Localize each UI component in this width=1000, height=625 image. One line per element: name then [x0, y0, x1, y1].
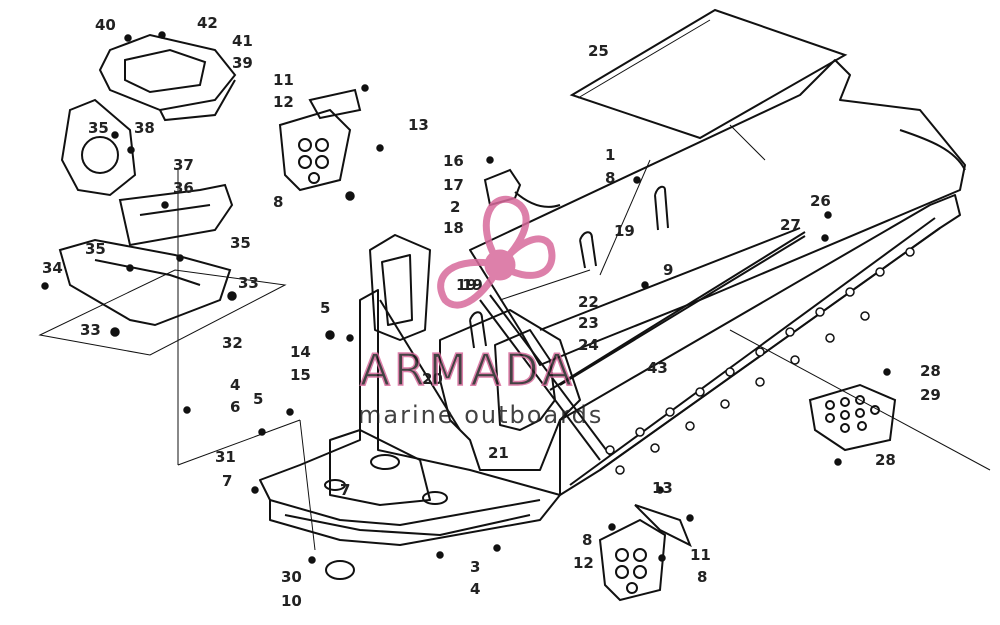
- callout: 19: [614, 222, 635, 240]
- callout: 13: [408, 116, 429, 134]
- callout: 35: [88, 119, 109, 137]
- footrest-plate-upper: [278, 88, 362, 192]
- callout: 19: [456, 276, 477, 294]
- callout: 8: [273, 193, 283, 211]
- callout: 2: [450, 198, 460, 216]
- callout: 34: [42, 259, 63, 277]
- callout: 27: [780, 216, 801, 234]
- watermark-brand: ARMADA: [360, 345, 576, 396]
- grommet: [325, 560, 355, 580]
- callout: 35: [230, 234, 251, 252]
- callout: 14: [290, 343, 311, 361]
- leader-lines: [177, 124, 991, 551]
- callout: 33: [80, 321, 101, 339]
- callout: 33: [238, 274, 259, 292]
- callout: 8: [582, 531, 592, 549]
- callout: 32: [222, 334, 243, 352]
- step-plate: [808, 383, 897, 452]
- callout: 12: [273, 93, 294, 111]
- callout: 20: [422, 370, 443, 388]
- callout: 43: [647, 359, 668, 377]
- footrest-plate-lower: [598, 504, 692, 602]
- mounting-plate: [58, 238, 232, 327]
- callout: 15: [290, 366, 311, 384]
- callout: 36: [173, 179, 194, 197]
- callout: 11: [273, 71, 294, 89]
- callout: 40: [95, 16, 116, 34]
- callout: 37: [173, 156, 194, 174]
- callout: 17: [443, 176, 464, 194]
- callout: 26: [810, 192, 831, 210]
- steering-bracket: [60, 98, 234, 247]
- electrical-box: [483, 168, 561, 208]
- watermark-tagline: marine outboards: [358, 401, 603, 429]
- watermark-logo: [437, 195, 556, 309]
- callout: 41: [232, 32, 253, 50]
- callout: 8: [605, 169, 615, 187]
- callout: 38: [134, 119, 155, 137]
- callout: 19: [462, 276, 483, 294]
- callout: 30: [281, 568, 302, 586]
- callout: 29: [920, 386, 941, 404]
- watermark: ARMADA marine outboards: [358, 195, 603, 429]
- callout: 4: [230, 376, 240, 394]
- callout: 23: [578, 314, 599, 332]
- callout: 28: [920, 362, 941, 380]
- callout: 39: [232, 54, 253, 72]
- callout: 16: [443, 152, 464, 170]
- callout: 3: [470, 558, 480, 576]
- callout: 8: [697, 568, 707, 586]
- callout: 5: [253, 390, 263, 408]
- chassis-tunnel: [259, 59, 966, 546]
- console-cover: [98, 33, 237, 122]
- callout: 28: [875, 451, 896, 469]
- callout: 11: [690, 546, 711, 564]
- callout: 42: [197, 14, 218, 32]
- callout: 12: [573, 554, 594, 572]
- callout: 25: [588, 42, 609, 60]
- callouts: 40 42 41 39 35 38 37 36 35 35 34 33 33 3…: [42, 14, 941, 610]
- callout: 9: [663, 261, 673, 279]
- callout: 1: [605, 146, 615, 164]
- callout: 4: [470, 580, 480, 598]
- callout: 5: [320, 299, 330, 317]
- rail-rivets: [605, 247, 915, 475]
- callout: 7: [340, 481, 350, 499]
- fasteners: [41, 31, 891, 564]
- flap-part: [569, 8, 848, 140]
- callout: 24: [578, 336, 599, 354]
- callout: 21: [488, 444, 509, 462]
- callout: 18: [443, 219, 464, 237]
- u-bolts: [469, 185, 669, 349]
- callout: 35: [85, 240, 106, 258]
- callout: 13: [652, 479, 673, 497]
- callout: 22: [578, 293, 599, 311]
- callout: 7: [222, 472, 232, 490]
- callout: 31: [215, 448, 236, 466]
- callout: 6: [230, 398, 240, 416]
- callout: 10: [281, 592, 302, 610]
